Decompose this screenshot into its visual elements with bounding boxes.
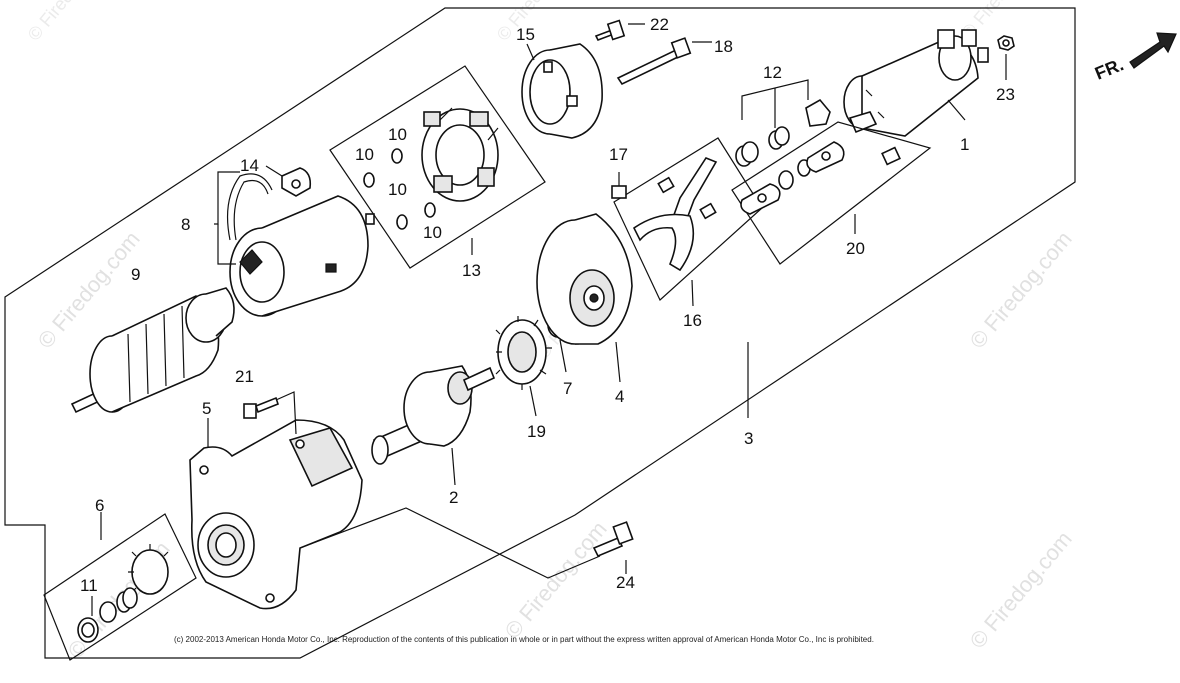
callout-10-d: 10 (423, 223, 442, 242)
leader-4 (615, 341, 621, 383)
part-14-terminal (281, 167, 312, 197)
part-23-nut (997, 35, 1015, 51)
callout-24: 24 (616, 573, 635, 592)
part-12-plunger-spring (735, 98, 831, 167)
part-8-yoke (226, 173, 375, 317)
part-20-group-box (731, 121, 932, 265)
leader-14 (265, 165, 283, 177)
direction-label: FR. (1092, 54, 1126, 83)
callout-19: 19 (527, 422, 546, 441)
callout-3: 3 (744, 429, 753, 448)
leader-16 (691, 279, 694, 307)
copyright-notice: (c) 2002-2013 American Honda Motor Co., … (174, 635, 874, 644)
front-direction-arrow: FR. (1092, 32, 1177, 84)
part-22-screw (594, 19, 626, 42)
part-13-group-box (329, 65, 546, 269)
callout-5: 5 (202, 399, 211, 418)
part-6-pinion-assembly (77, 544, 169, 643)
callout-4: 4 (615, 387, 624, 406)
watermark-large: © Firedog.com (965, 526, 1077, 653)
callout-1: 1 (960, 135, 969, 154)
leader-8 (214, 171, 240, 225)
callout-14: 14 (240, 156, 259, 175)
part-1-solenoid (843, 29, 989, 137)
callout-10-b: 10 (355, 145, 374, 164)
part-20-gasket-set (740, 141, 901, 215)
callout-17: 17 (609, 145, 628, 164)
callout-20: 20 (846, 239, 865, 258)
leader-2 (451, 447, 456, 486)
part-9-armature (70, 287, 235, 414)
part-18-through-bolt (616, 37, 692, 86)
callout-22: 22 (650, 15, 669, 34)
callout-7: 7 (563, 379, 572, 398)
watermark-small: © Firedog.com (24, 0, 115, 45)
watermark-small: © Firedog.com (493, 0, 584, 45)
part-2-overrunning-clutch (371, 365, 496, 465)
callout-16: 16 (683, 311, 702, 330)
part-10-brush-springs (363, 148, 436, 230)
callout-11: 11 (80, 576, 98, 595)
callout-9: 9 (131, 265, 140, 284)
part-16-shift-lever (632, 157, 718, 272)
callout-10-a: 10 (388, 125, 407, 144)
part-6-group-box (43, 513, 197, 661)
leader-15 (526, 43, 535, 61)
callout-12: 12 (763, 63, 782, 82)
callout-6: 6 (95, 496, 104, 515)
leader-clutch-shaft (299, 507, 601, 579)
callout-10-c: 10 (388, 180, 407, 199)
callout-21: 21 (235, 367, 254, 386)
watermark-large: © Firedog.com (500, 516, 612, 643)
leader-1 (947, 99, 966, 121)
part-17-screw (611, 172, 627, 199)
callout-8: 8 (181, 215, 190, 234)
part-5-drive-housing (189, 419, 363, 610)
part-19-pinion-gear (495, 316, 552, 390)
callout-18: 18 (714, 37, 733, 56)
part-4-gear-housing-cover (536, 213, 633, 345)
leader-21 (275, 391, 297, 435)
part-13-brush-holder (421, 107, 499, 202)
watermark-large: © Firedog.com (965, 226, 1077, 353)
callout-23: 23 (996, 85, 1015, 104)
assembly-boundary (4, 7, 1076, 659)
callout-15: 15 (516, 25, 535, 44)
part-15-yoke-cover (521, 43, 603, 139)
arrow-icon (1129, 32, 1177, 69)
leader-7 (559, 339, 567, 373)
callout-13: 13 (462, 261, 481, 280)
part-24-bolt (592, 521, 634, 558)
callout-2: 2 (449, 488, 458, 507)
leader-8b (217, 224, 236, 265)
leader-19 (529, 385, 537, 417)
part-21-bolt (243, 396, 279, 419)
